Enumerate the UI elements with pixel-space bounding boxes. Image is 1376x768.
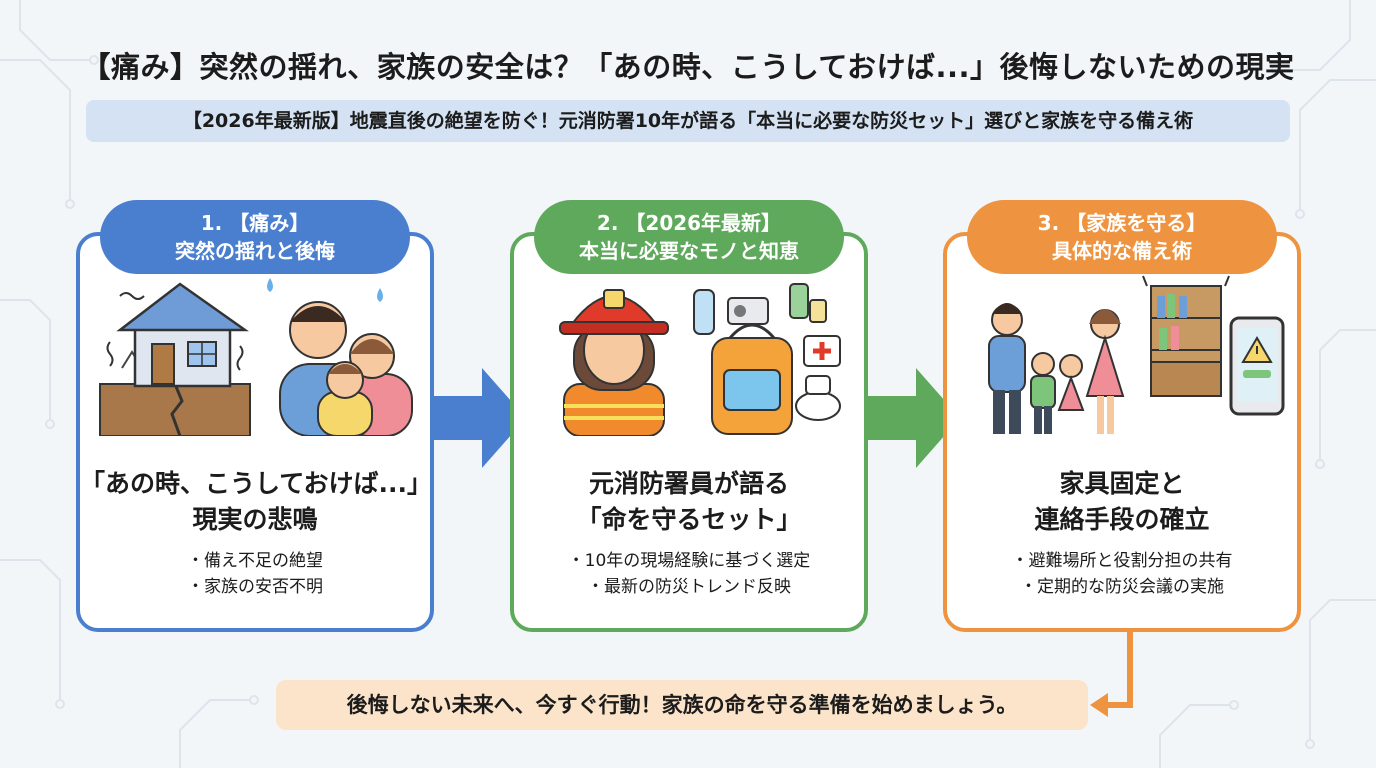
- bullet-item: 10年の現場経験に基づく選定: [514, 548, 864, 574]
- arrow-right-icon: [430, 368, 526, 468]
- step-card-2: 元消防署員が語る 「命を守るセット」 10年の現場経験に基づく選定 最新の防災ト…: [510, 232, 868, 632]
- step-2-illustration: [559, 283, 841, 436]
- call-to-action: 後悔しない未来へ、今すぐ行動！家族の命を守る準備を始めましょう。: [276, 680, 1088, 730]
- family-icon: [988, 303, 1125, 434]
- step-3-heading-line2: 連絡手段の確立: [1034, 505, 1210, 534]
- bullet-item: 避難場所と役割分担の共有: [947, 548, 1297, 574]
- step-3-heading-line1: 家具固定と: [1059, 469, 1185, 498]
- step-2-heading-line2: 「命を守るセット」: [576, 505, 802, 534]
- step-1-illustration: [99, 278, 413, 436]
- step-1-heading-line2: 現実の悲鳴: [192, 505, 318, 534]
- step-2-heading-line1: 元消防署員が語る: [588, 469, 789, 498]
- step-1-bullets: 備え不足の絶望 家族の安否不明: [80, 548, 430, 600]
- step-3-illustration: [988, 275, 1285, 434]
- step-1-label-line2: 突然の揺れと後悔: [175, 239, 335, 263]
- emergency-kit-icon: [693, 283, 841, 435]
- step-2-label-line1: 2. 【2026年最新】: [596, 211, 782, 235]
- step-card-3: 家具固定と 連絡手段の確立 避難場所と役割分担の共有 定期的な防災会議の実施: [943, 232, 1301, 632]
- bookshelf-icon: [1142, 275, 1230, 397]
- step-3-label: 3. 【家族を守る】 具体的な備え術: [967, 200, 1277, 274]
- step-2-heading: 元消防署員が語る 「命を守るセット」: [514, 466, 864, 538]
- step-card-1: 「あの時、こうしておけば...」 現実の悲鳴 備え不足の絶望 家族の安否不明: [76, 232, 434, 632]
- alert-phone-icon: [1229, 316, 1285, 416]
- step-1-heading: 「あの時、こうしておけば...」 現実の悲鳴: [80, 466, 432, 538]
- bullet-item: 備え不足の絶望: [80, 548, 430, 574]
- connector-arrow-icon: [1090, 630, 1133, 717]
- firefighter-icon: [559, 289, 669, 436]
- step-3-label-line2: 具体的な備え術: [1052, 239, 1192, 263]
- step-3-heading: 家具固定と 連絡手段の確立: [947, 466, 1297, 538]
- worried-family-icon: [267, 278, 413, 436]
- page-title: 【痛み】突然の揺れ、家族の安全は？「あの時、こうしておけば...」後悔しないため…: [81, 50, 1295, 84]
- step-2-label-line2: 本当に必要なモノと知恵: [579, 239, 799, 263]
- bullet-item: 家族の安否不明: [80, 574, 430, 600]
- step-2-label: 2. 【2026年最新】 本当に必要なモノと知恵: [534, 200, 844, 274]
- step-3-label-line1: 3. 【家族を守る】: [1037, 211, 1207, 235]
- page-subtitle: 【2026年最新版】地震直後の絶望を防ぐ！元消防署10年が語る「本当に必要な防災…: [86, 100, 1290, 142]
- step-2-bullets: 10年の現場経験に基づく選定 最新の防災トレンド反映: [514, 548, 864, 600]
- step-1-label: 1. 【痛み】 突然の揺れと後悔: [100, 200, 410, 274]
- bullet-item: 最新の防災トレンド反映: [514, 574, 864, 600]
- cracked-house-icon: [99, 282, 251, 436]
- step-3-bullets: 避難場所と役割分担の共有 定期的な防災会議の実施: [947, 548, 1297, 600]
- step-1-heading-line1: 「あの時、こうしておけば...」: [80, 469, 432, 498]
- bullet-item: 定期的な防災会議の実施: [947, 574, 1297, 600]
- step-1-label-line1: 1. 【痛み】: [200, 211, 310, 235]
- arrow-right-icon: [864, 368, 960, 468]
